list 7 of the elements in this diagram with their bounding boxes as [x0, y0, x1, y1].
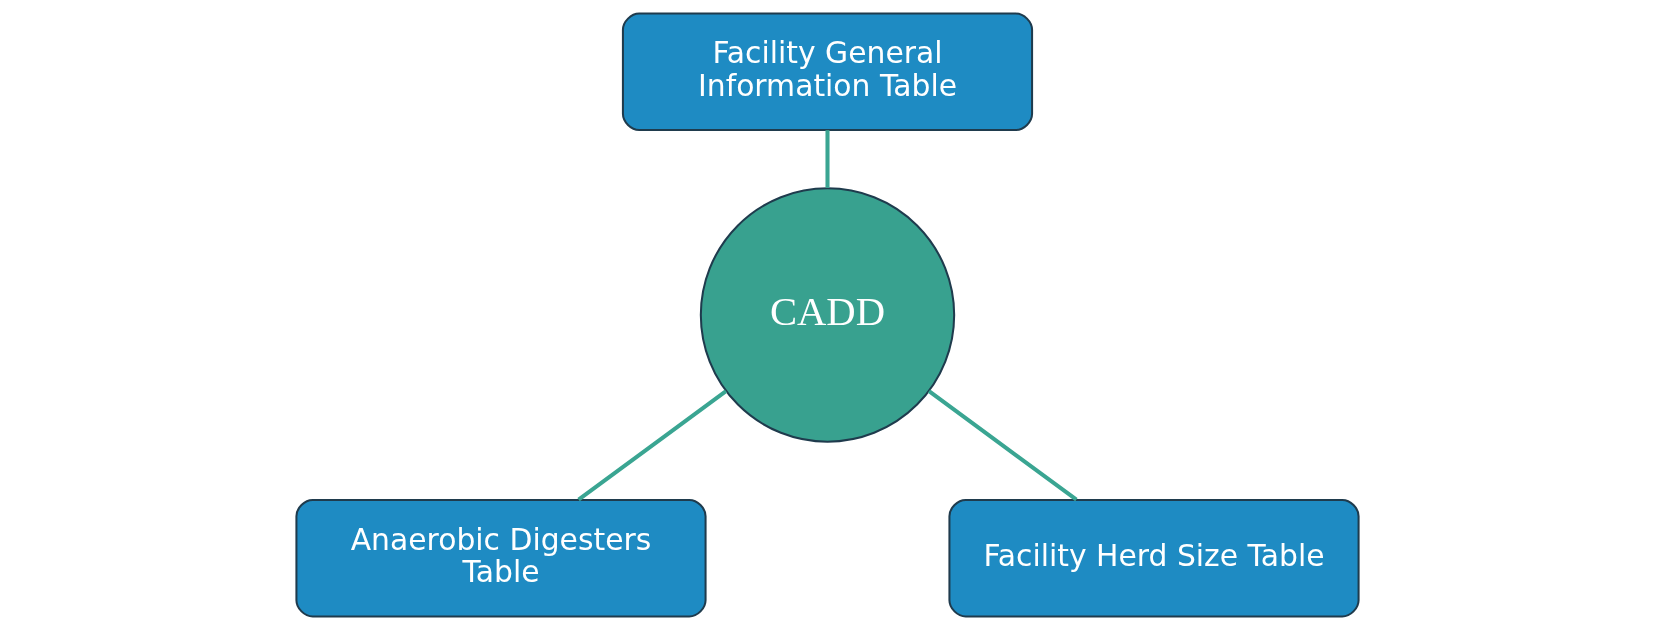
connector — [577, 389, 728, 502]
node-box: Anaerobic Digesters Table — [295, 498, 707, 618]
node-box: Facility Herd Size Table — [948, 498, 1360, 618]
node-circle: CADD — [699, 187, 956, 443]
connector — [825, 130, 830, 188]
connector — [927, 389, 1078, 502]
node-box: Facility General Information Table — [621, 12, 1034, 132]
